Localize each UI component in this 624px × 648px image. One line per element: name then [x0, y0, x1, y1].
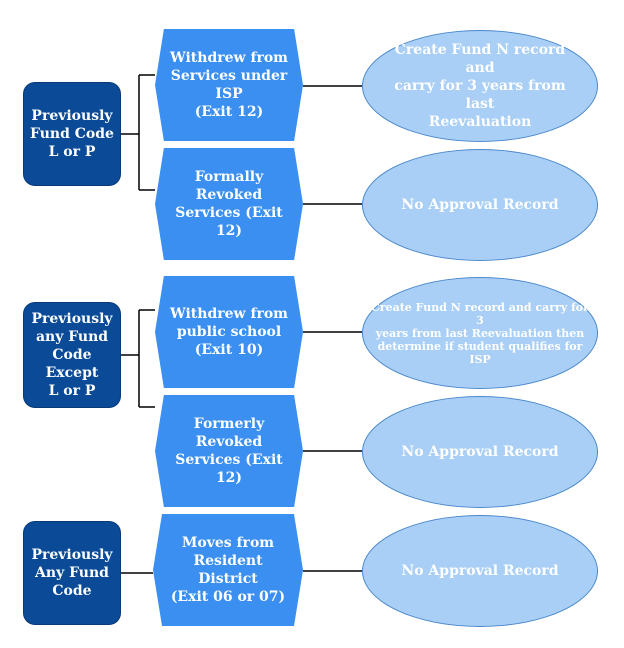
action-label: Withdrew from Services under ISP (Exit 1…	[170, 50, 288, 120]
action-label: Formerly Revoked Services (Exit 12)	[175, 416, 283, 486]
outcome-label: No Approval Record	[401, 444, 559, 460]
outcome-label: No Approval Record	[401, 563, 559, 579]
outcome-create-fund-n-record: Create Fund N record and carry for 3 yea…	[362, 30, 598, 142]
action-formally-revoked: Formally Revoked Services (Exit 12)	[155, 148, 303, 260]
source-label: Previously Fund Code L or P	[30, 108, 114, 160]
outcome-label: Create Fund N record and carry for 3 yea…	[394, 42, 566, 130]
action-withdrew-services-isp: Withdrew from Services under ISP (Exit 1…	[155, 29, 303, 141]
action-withdrew-public-school: Withdrew from public school (Exit 10)	[155, 276, 303, 388]
action-label: Formally Revoked Services (Exit 12)	[175, 169, 283, 239]
source-box-any-fund-code: Previously Any Fund Code	[23, 521, 121, 625]
outcome-no-approval-record: No Approval Record	[362, 149, 598, 261]
source-box-fund-code-l-or-p: Previously Fund Code L or P	[23, 82, 121, 186]
source-label: Previously any Fund Code Except L or P	[31, 311, 113, 399]
outcome-label: No Approval Record	[401, 197, 559, 213]
outcome-no-approval-record: No Approval Record	[362, 396, 598, 508]
action-formerly-revoked: Formerly Revoked Services (Exit 12)	[155, 395, 303, 507]
connector-group-1	[121, 74, 155, 191]
connector-group-2	[121, 309, 155, 408]
action-label: Withdrew from public school (Exit 10)	[170, 306, 288, 358]
action-moves-from-resident-district: Moves from Resident District (Exit 06 or…	[153, 514, 303, 626]
outcome-label: Create Fund N record and carry for 3 yea…	[371, 300, 589, 366]
outcome-create-fund-n-record-isp: Create Fund N record and carry for 3 yea…	[362, 277, 598, 389]
action-label: Moves from Resident District (Exit 06 or…	[170, 535, 286, 605]
source-box-any-fund-code-except-l-or-p: Previously any Fund Code Except L or P	[23, 302, 121, 408]
source-label: Previously Any Fund Code	[31, 547, 113, 599]
outcome-no-approval-record: No Approval Record	[362, 515, 598, 627]
